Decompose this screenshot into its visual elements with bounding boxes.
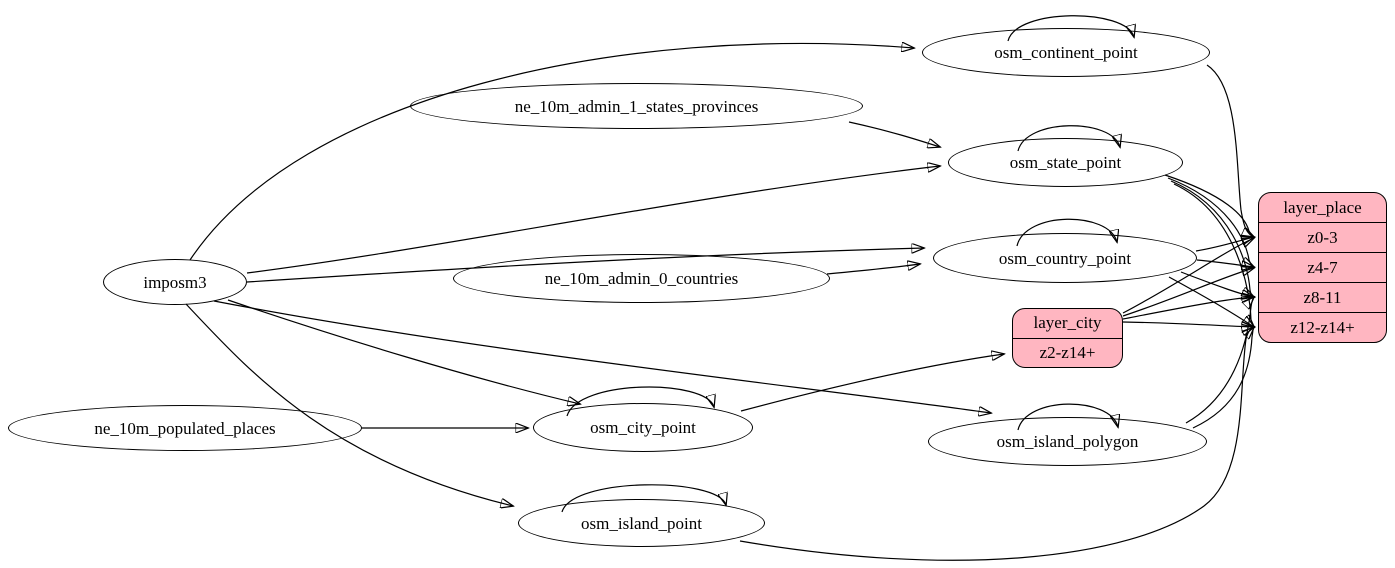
node-ne-10m-admin-1-label: ne_10m_admin_1_states_provinces (514, 96, 759, 116)
edge-osm-island-polygon-layer-place-z12-z14 (1192, 327, 1254, 429)
node-layer-city: layer_city z2-z14+ (1012, 308, 1123, 368)
edge-osm-country-point-layer-place-z12-z14 (1168, 276, 1254, 327)
layer-place-title: layer_place (1283, 197, 1362, 217)
edge-osm-country-point-layer-place-z4-7 (1196, 259, 1254, 267)
node-osm-state-point-label: osm_state_point (1009, 153, 1122, 172)
node-ne-10m-admin-0-countries: ne_10m_admin_0_countries (453, 254, 830, 303)
edge-osm-island-polygon-layer-place-z8-11 (1185, 297, 1254, 424)
layer-place-row-z0-3: z0-3 (1259, 222, 1386, 252)
node-osm-continent-point: osm_continent_point (922, 28, 1210, 77)
edge-imposm3-osm-continent-point (189, 43, 914, 261)
node-ne-10m-populated-places: ne_10m_populated_places (8, 405, 362, 451)
node-osm-state-point: osm_state_point (948, 138, 1183, 187)
edge-ne-admin0-osm-country-point (826, 264, 920, 275)
layer-city-title: layer_city (1033, 313, 1102, 333)
node-ne-10m-admin-1-states-provinces: ne_10m_admin_1_states_provinces (410, 83, 863, 129)
edge-ne-admin1-osm-state-point (848, 121, 940, 147)
edge-osm-city-point-layer-city-z2-z14 (740, 354, 1004, 412)
node-osm-country-point: osm_country_point (933, 233, 1197, 283)
node-imposm3-label: imposm3 (143, 272, 207, 292)
node-imposm3: imposm3 (103, 259, 247, 305)
layer-place-row-z8-11: z8-11 (1259, 282, 1386, 312)
edge-osm-continent-point-layer-place-z0-3 (1206, 64, 1254, 237)
node-osm-island-polygon-label: osm_island_polygon (996, 432, 1139, 451)
edge-osm-state-point-layer-place-z0-3 (1164, 174, 1254, 237)
edge-layer-city-layer-place-z12-z14 (1122, 321, 1254, 327)
edge-osm-country-point-layer-place-z0-3 (1195, 237, 1254, 252)
layer-city-row-z2-z14: z2-z14+ (1013, 337, 1122, 368)
layer-place-row-z4-7: z4-7 (1259, 252, 1386, 282)
node-layer-place: layer_place z0-3 z4-7 z8-11 z12-z14+ (1258, 192, 1387, 343)
node-osm-island-point: osm_island_point (518, 499, 765, 547)
node-osm-city-point: osm_city_point (533, 403, 753, 452)
node-ne-10m-populated-places-label: ne_10m_populated_places (94, 418, 276, 438)
node-osm-island-point-label: osm_island_point (581, 513, 702, 533)
edge-osm-state-point-layer-place-z8-11 (1170, 180, 1254, 297)
node-osm-country-point-label: osm_country_point (998, 248, 1132, 268)
edge-imposm3-osm-city-point (227, 299, 580, 404)
layer-place-row-z12-z14: z12-z14+ (1259, 312, 1386, 342)
node-osm-continent-point-label: osm_continent_point (994, 43, 1138, 62)
edge-layer-city-layer-place-z8-11 (1122, 297, 1254, 320)
node-ne-10m-admin-0-label: ne_10m_admin_0_countries (544, 269, 739, 288)
edge-imposm3-osm-island-polygon (213, 300, 991, 413)
node-osm-island-polygon: osm_island_polygon (928, 417, 1207, 466)
edge-osm-country-point-layer-place-z8-11 (1180, 271, 1254, 297)
node-osm-city-point-label: osm_city_point (590, 418, 696, 437)
